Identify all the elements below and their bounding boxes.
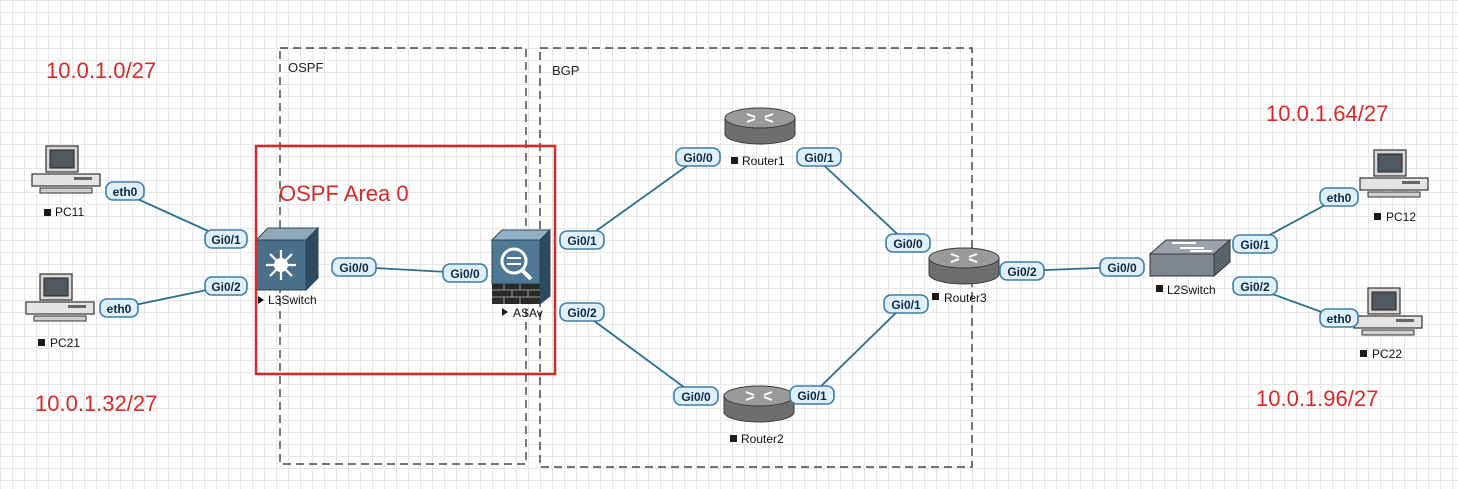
port-label: Gi0/0 [339, 261, 369, 275]
l3switch-label: L3Switch [268, 293, 317, 307]
port-label: Gi0/1 [797, 389, 827, 403]
pc12-label: PC12 [1386, 210, 1416, 224]
port-asav-gi00[interactable]: Gi0/0 [442, 263, 488, 283]
ospf-area0-box [254, 144, 557, 376]
port-router3-gi02[interactable]: Gi0/2 [999, 261, 1045, 281]
port-label: Gi0/1 [1240, 238, 1270, 252]
router3-node[interactable]: Router3 [928, 247, 1000, 305]
l3-switch-icon [254, 226, 320, 292]
pc21-label: PC21 [50, 336, 80, 350]
port-asav-gi02[interactable]: Gi0/2 [559, 302, 605, 322]
port-router2-gi01[interactable]: Gi0/1 [789, 385, 835, 405]
pc11-label: PC11 [55, 205, 84, 219]
pc21-node[interactable]: PC21 [25, 273, 95, 350]
port-label: eth0 [113, 185, 138, 199]
device-status-icon [1360, 350, 1367, 357]
port-asav-gi01[interactable]: Gi0/1 [559, 230, 605, 250]
ospf-zone-label: OSPF [288, 60, 323, 75]
port-l3switch-gi00[interactable]: Gi0/0 [331, 257, 377, 277]
port-label: Gi0/2 [1240, 280, 1270, 294]
port-pc21-eth0[interactable]: eth0 [99, 298, 139, 318]
pc-icon [1353, 287, 1423, 336]
ospf-area0-label: OSPF Area 0 [279, 181, 409, 206]
device-status-icon [731, 157, 738, 164]
pc22-node[interactable]: PC22 [1353, 287, 1423, 361]
port-router3-gi00[interactable]: Gi0/0 [885, 233, 931, 253]
device-status-icon [1374, 213, 1381, 220]
l2switch-label: L2Switch [1167, 283, 1216, 297]
router2-node[interactable]: Router2 [723, 385, 795, 446]
pc-icon [25, 273, 95, 322]
port-label: eth0 [1327, 312, 1352, 326]
device-status-icon [730, 435, 737, 442]
pc12-node[interactable]: PC12 [1359, 149, 1429, 224]
pc-icon [31, 145, 101, 194]
port-label: Gi0/0 [681, 390, 711, 404]
subnet-pc12: 10.0.1.64/27 [1266, 101, 1388, 126]
device-status-icon [38, 339, 45, 346]
port-router3-gi01[interactable]: Gi0/1 [883, 294, 929, 314]
l2-switch-icon [1148, 238, 1232, 278]
pc-icon [1359, 149, 1429, 198]
port-l2switch-gi01[interactable]: Gi0/1 [1232, 234, 1278, 254]
bgp-zone-label: BGP [552, 63, 579, 78]
port-label: Gi0/0 [683, 151, 713, 165]
subnet-pc21: 10.0.1.32/27 [35, 391, 157, 416]
router1-node[interactable]: Router1 [724, 107, 796, 168]
port-l2switch-gi02[interactable]: Gi0/2 [1232, 276, 1278, 296]
port-label: Gi0/0 [450, 267, 480, 281]
port-l3switch-gi02[interactable]: Gi0/2 [204, 276, 248, 296]
port-label: Gi0/1 [891, 298, 921, 312]
ospf-zone [279, 47, 527, 465]
port-label: Gi0/1 [567, 234, 597, 248]
device-status-icon [932, 293, 939, 300]
port-label: Gi0/0 [893, 237, 923, 251]
port-label: Gi0/2 [211, 280, 241, 294]
port-l3switch-gi01[interactable]: Gi0/1 [204, 229, 248, 249]
port-label: Gi0/2 [567, 306, 597, 320]
asav-label: ASAv [513, 306, 543, 320]
port-pc11-eth0[interactable]: eth0 [105, 181, 145, 201]
router-icon [723, 385, 795, 423]
router-icon [928, 247, 1000, 285]
router2-label: Router2 [741, 432, 784, 446]
port-router1-gi00[interactable]: Gi0/0 [675, 147, 721, 167]
router-icon [724, 107, 796, 145]
port-pc22-eth0[interactable]: eth0 [1319, 308, 1359, 328]
device-play-icon [258, 296, 264, 304]
device-status-icon [1156, 285, 1163, 292]
port-label: eth0 [107, 302, 132, 316]
l2switch-node[interactable]: L2Switch [1148, 238, 1232, 297]
port-label: Gi0/1 [804, 151, 834, 165]
port-l2switch-gi00[interactable]: Gi0/0 [1099, 257, 1145, 277]
port-label: Gi0/2 [1007, 265, 1037, 279]
port-label: Gi0/1 [211, 233, 241, 247]
router1-label: Router1 [742, 154, 785, 168]
port-label: eth0 [1327, 191, 1352, 205]
device-status-icon [44, 209, 51, 216]
subnet-pc11: 10.0.1.0/27 [46, 58, 156, 83]
port-pc12-eth0[interactable]: eth0 [1319, 187, 1359, 207]
port-router2-gi00[interactable]: Gi0/0 [673, 386, 719, 406]
subnet-pc22: 10.0.1.96/27 [1256, 386, 1378, 411]
firewall-icon [490, 228, 552, 306]
l3switch-node[interactable]: L3Switch [254, 226, 320, 307]
port-router1-gi01[interactable]: Gi0/1 [796, 147, 842, 167]
asav-node[interactable]: ASAv [490, 228, 552, 320]
pc22-label: PC22 [1372, 347, 1402, 361]
port-label: Gi0/0 [1107, 261, 1137, 275]
device-play-icon [502, 308, 508, 316]
pc11-node[interactable]: PC11 [31, 145, 101, 219]
router3-label: Router3 [944, 291, 987, 305]
